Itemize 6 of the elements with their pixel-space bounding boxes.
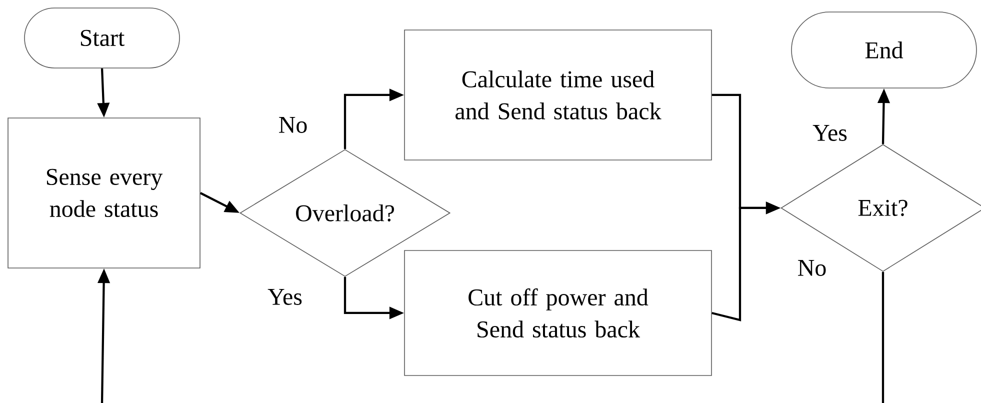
process-box: Cut off power and Send status back bbox=[404, 250, 712, 376]
edge-label: Yes bbox=[811, 124, 849, 142]
process-box: Calculate time used and Send status back bbox=[404, 30, 712, 160]
edge-label: No bbox=[277, 116, 309, 134]
process-box: Sense every node status bbox=[8, 118, 200, 268]
edge-label: Yes bbox=[266, 288, 304, 306]
